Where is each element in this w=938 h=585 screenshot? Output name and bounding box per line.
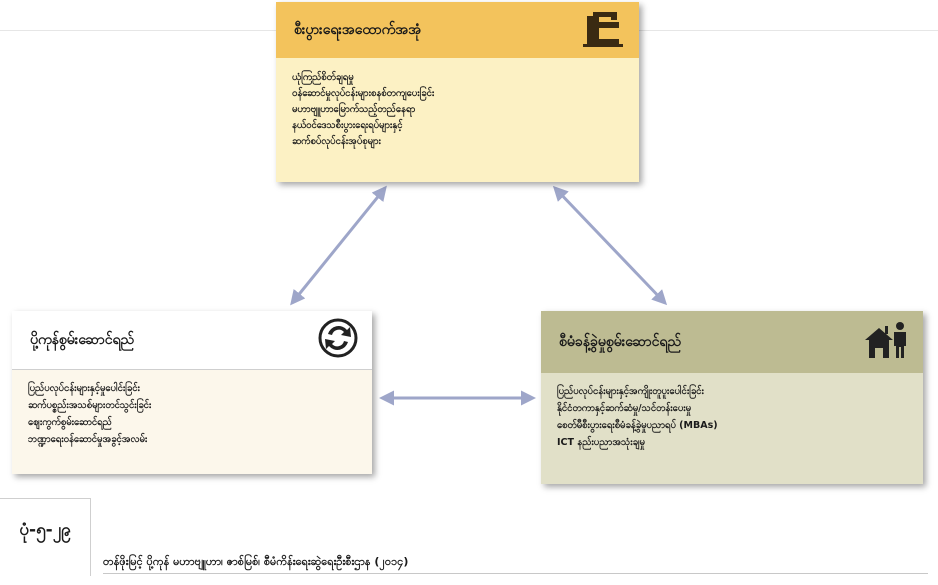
export-capacity-header: ပို့ကုန်စွမ်းဆောင်ရည် [12, 311, 372, 370]
list-item: ပြည်ပလုပ်ငန်းများနှင့်မှုပေါင်းခြင်း [28, 383, 140, 394]
list-item: မဟာဗျူဟာမြောက်သည့်တည်နေရာ [292, 104, 416, 115]
list-item: ဆက်စပ်လုပ်ငန်းအုပ်စုများ [292, 136, 381, 147]
figure-caption: တန်ဖိုးမြင့် ပို့ကုန် မဟာဗျူဟာ၊ ဇာစ်မြစ်… [103, 555, 409, 568]
list-item: စေတ်မီစီးပွားရေးစီမံခန့်ခွဲမှုပညာရပ် (MB… [557, 420, 718, 431]
business-support-header: စီးပွားရေးအထောက်အအုံ [276, 2, 639, 58]
management-capacity-title: စီမံခန့်ခွဲမှုစွမ်းဆောင်ရည် [559, 333, 681, 350]
arrow-top-right [552, 185, 668, 306]
caption-rule [103, 573, 928, 574]
list-item: ဘဏ္ဍာရေးဝန်ဆောင်မှုအခွင့်အလမ်း [28, 434, 148, 445]
business-support-box: စီးပွားရေးအထောက်အအုံ ယုံကြည်စိတ်ချရမှု ဝ… [276, 2, 639, 182]
list-item: နိုင်ငံတကာနှင့်ဆက်ဆံမှု/သင်တန်းပေးမှု [557, 403, 692, 414]
business-support-title: စီးပွားရေးအထောက်အအုံ [294, 21, 422, 38]
list-item: နယ်ဝင်ဒေသစီးပွားရေးရပ်များနှင့် [292, 120, 403, 131]
house-person-icon [863, 320, 909, 364]
management-capacity-box: စီမံခန့်ခွဲမှုစွမ်းဆောင်ရည် ပြည်ပလုပ်ငန်… [541, 311, 923, 484]
list-item: ပြည်ပလုပ်ငန်းများနှင့်အကျိုးတူပူးပေါင်းခ… [557, 386, 704, 397]
management-capacity-list: ပြည်ပလုပ်ငန်းများနှင့်အကျိုးတူပူးပေါင်းခ… [541, 373, 923, 451]
list-item: ဝန်ဆောင်မှုလုပ်ငန်းများစနစ်တကျပေးခြင်း [292, 88, 435, 99]
cycle-arrows-icon [318, 318, 358, 362]
arrow-top-left [290, 185, 387, 306]
list-item: ယုံကြည်စိတ်ချရမှု [292, 72, 354, 83]
list-item: ဈေးကွက်စွမ်းဆောင်ရည် [28, 417, 112, 428]
list-item: ICT နည်းပညာအသုံးချမှု [557, 437, 645, 448]
building-c-icon [581, 8, 625, 52]
export-capacity-list: ပြည်ပလုပ်ငန်းများနှင့်မှုပေါင်းခြင်း ဆက်… [12, 370, 372, 448]
business-support-list: ယုံကြည်စိတ်ချရမှု ဝန်ဆောင်မှုလုပ်ငန်းမျာ… [276, 58, 639, 150]
management-capacity-header: စီမံခန့်ခွဲမှုစွမ်းဆောင်ရည် [541, 311, 923, 373]
export-capacity-box: ပို့ကုန်စွမ်းဆောင်ရည် ပြည်ပလုပ်ငန်းများန… [12, 311, 372, 474]
list-item: ဆက်ပစ္စည်းအသစ်များတင်သွင်းခြင်း [28, 400, 152, 411]
figure-number: ပုံ-၅-၂၉ [0, 498, 91, 576]
export-capacity-title: ပို့ကုန်စွမ်းဆောင်ရည် [30, 331, 135, 348]
